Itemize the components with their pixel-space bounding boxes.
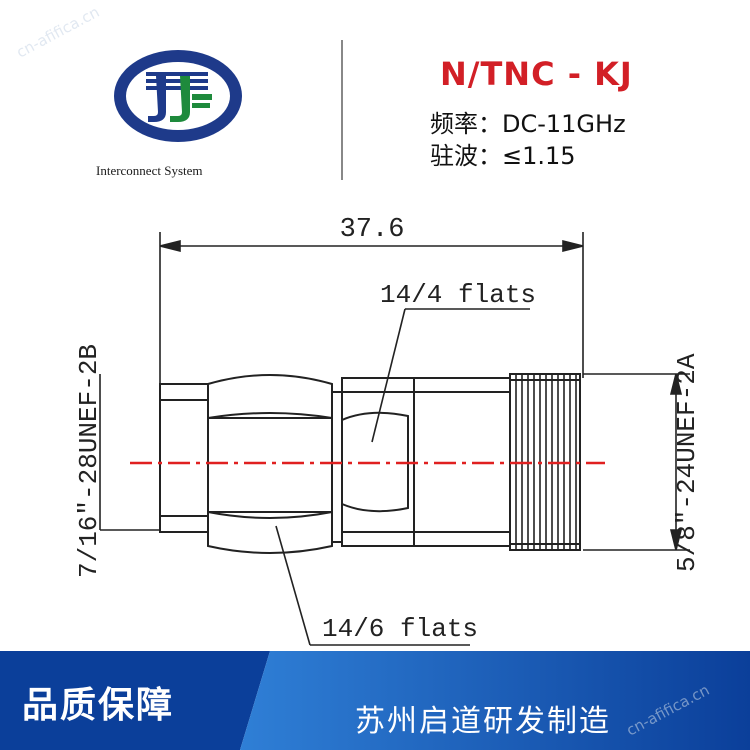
product-title: N/TNC - KJ (440, 55, 633, 93)
spec-frequency: 频率：DC-11GHz (430, 110, 626, 138)
left-thread-label: 7/16"-28UNEF-2B (74, 344, 104, 578)
footer-banner: cn-afifica.cn (0, 651, 750, 750)
header-divider (341, 40, 343, 180)
connector-drawing: 37.6 7/16"-28UNEF-2B (74, 215, 702, 646)
watermark-top: cn-afifica.cn (13, 3, 102, 62)
right-thread-dimension (583, 373, 690, 551)
logo-emblem-icon (114, 50, 242, 142)
flats-top-label: 14/4 flats (380, 280, 536, 310)
company-logo (96, 40, 256, 180)
manufacturer-text: 苏州启道研发制造 (355, 704, 611, 739)
logo-caption: Interconnect System (96, 163, 203, 178)
overall-length-label: 37.6 (340, 215, 405, 245)
spec-vswr: 驻波：≤1.15 (430, 142, 576, 170)
right-thread-label: 5/8"-24UNEF-2A (672, 353, 702, 572)
quality-badge-text: 品质保障 (22, 685, 175, 726)
flats-top-leader (371, 308, 530, 443)
left-thread-dimension (99, 374, 160, 531)
flats-bottom-label: 14/6 flats (322, 614, 478, 644)
overall-length-dimension (159, 232, 584, 390)
flats-bottom-leader (275, 525, 470, 646)
